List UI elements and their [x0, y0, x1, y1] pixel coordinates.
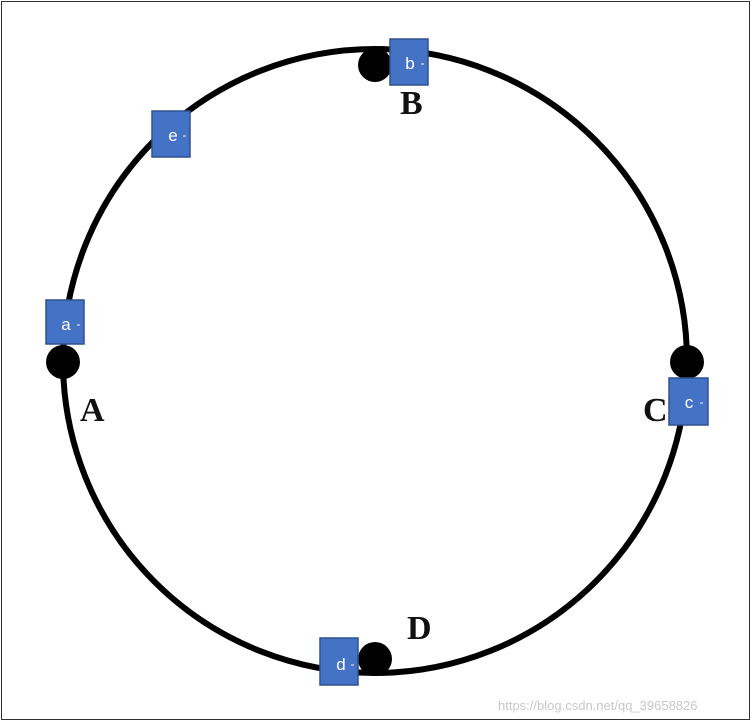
node-a-dot [46, 345, 80, 379]
key-a-label: a [61, 315, 71, 334]
node-d-dot [358, 642, 392, 676]
key-box-a: a [45, 299, 85, 345]
key-box-b: b [389, 38, 429, 86]
node-b-dot [358, 48, 392, 82]
node-d-label: D [407, 610, 432, 647]
node-c-dot [670, 345, 704, 379]
key-d-label: d [336, 655, 345, 674]
node-c-label: C [643, 392, 668, 429]
key-box-e: e [151, 110, 191, 158]
key-b-label: b [405, 54, 414, 73]
key-box-c: c [668, 377, 709, 426]
key-c-label: c [685, 393, 694, 412]
key-box-d: d [319, 637, 359, 686]
key-e-label: e [168, 126, 177, 145]
node-a-label: A [80, 392, 105, 429]
node-b-label: B [400, 85, 423, 122]
watermark-text: https://blog.csdn.net/qq_39658826 [498, 698, 698, 713]
